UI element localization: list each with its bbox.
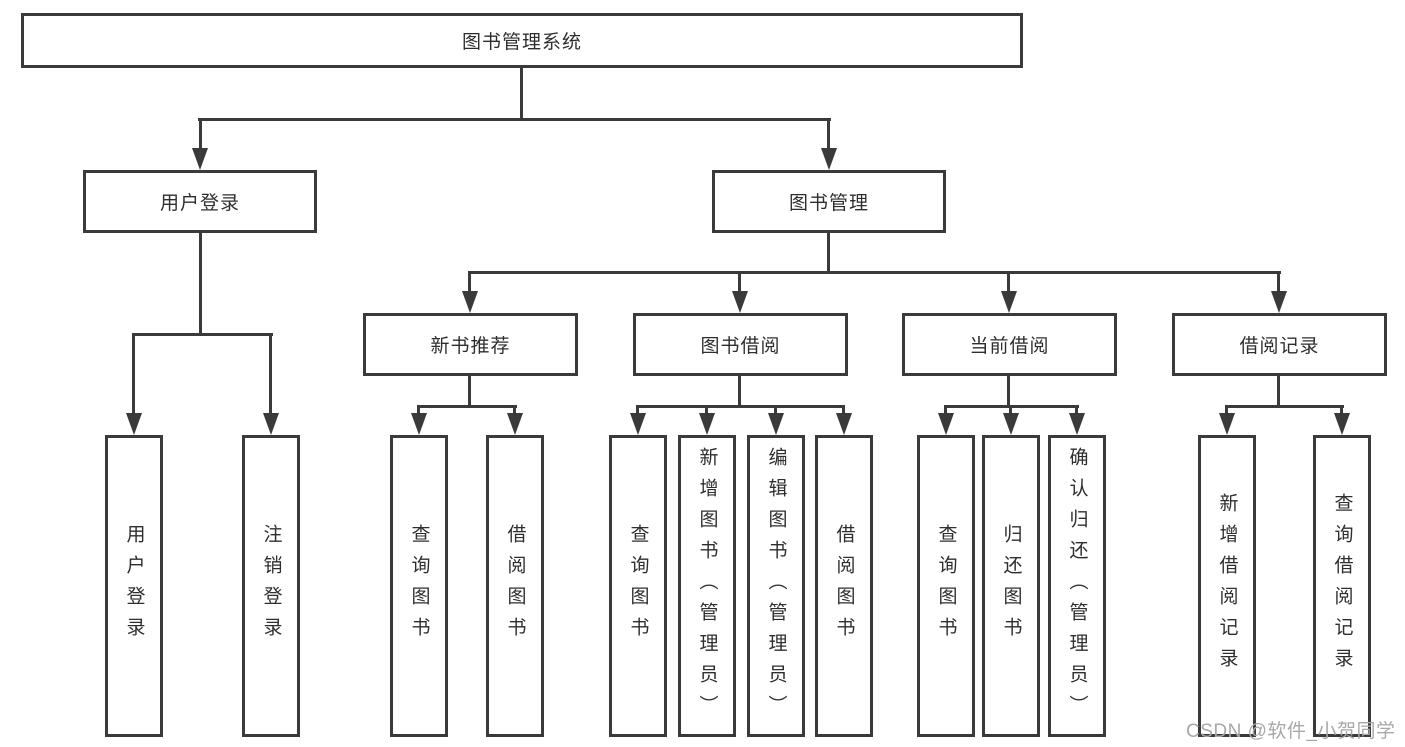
leaf-label: 编辑图书（管理员）	[765, 446, 787, 726]
node-book-borrowing: 图书借阅	[633, 313, 848, 376]
connector-to-book-management	[827, 118, 830, 152]
connector-to-new-book	[468, 271, 471, 295]
leaf-query-books-borrowing: 查询图书	[609, 435, 667, 737]
arrow-down-icon	[768, 413, 784, 435]
connector-leaf-stem	[1075, 405, 1078, 417]
leaf-borrow-books-borrowing: 借阅图书	[815, 435, 873, 737]
connector-to-book-borrowing	[738, 271, 741, 295]
node-label: 借阅记录	[1239, 336, 1320, 357]
connector-new-book-split	[417, 405, 517, 408]
leaf-return-books: 归还图书	[982, 435, 1040, 737]
connector-book-borrowing-trunk	[738, 376, 741, 408]
leaf-user-login: 用户登录	[105, 435, 163, 737]
connector-book-mgmt-split	[468, 271, 1281, 274]
leaf-confirm-return-admin: 确认归还（管理员）	[1048, 435, 1106, 737]
arrow-down-icon	[1334, 413, 1350, 435]
leaf-label: 确认归还（管理员）	[1066, 446, 1088, 726]
arrow-down-icon	[462, 291, 478, 313]
node-label: 用户登录	[159, 193, 240, 214]
leaf-query-books-current: 查询图书	[917, 435, 975, 737]
leaf-label: 用户登录	[123, 524, 145, 648]
leaf-label: 查询图书	[627, 524, 649, 648]
arrow-down-icon	[699, 413, 715, 435]
leaf-query-borrow-record: 查询借阅记录	[1313, 435, 1371, 737]
connector-current-borrowing-trunk	[1007, 376, 1010, 408]
connector-root-trunk	[520, 65, 523, 121]
node-new-book-recommendation: 新书推荐	[363, 313, 578, 376]
arrow-down-icon	[263, 413, 279, 435]
connector-to-logout-leaf	[269, 333, 272, 417]
leaf-edit-books-admin: 编辑图书（管理员）	[747, 435, 805, 737]
arrow-down-icon	[1001, 291, 1017, 313]
connector-user-login-split	[132, 333, 273, 336]
arrow-down-icon	[732, 291, 748, 313]
node-user-login: 用户登录	[83, 170, 317, 233]
connector-leaf-stem	[1009, 405, 1012, 417]
leaf-label: 查询借阅记录	[1331, 493, 1353, 679]
node-label: 当前借阅	[969, 336, 1050, 357]
leaf-logout: 注销登录	[242, 435, 300, 737]
csdn-watermark: CSDN @软件_小贺同学	[1186, 721, 1396, 742]
arrow-down-icon	[192, 148, 208, 170]
leaf-borrow-books-recommend: 借阅图书	[486, 435, 544, 737]
leaf-label: 归还图书	[1000, 524, 1022, 648]
node-current-borrowing: 当前借阅	[902, 313, 1117, 376]
arrow-down-icon	[1219, 413, 1235, 435]
node-label: 图书借阅	[700, 336, 781, 357]
node-root-library-system: 图书管理系统	[21, 13, 1023, 68]
connector-leaf-stem	[1225, 405, 1228, 417]
leaf-label: 借阅图书	[833, 524, 855, 648]
arrow-down-icon	[1069, 413, 1085, 435]
connector-leaf-stem	[513, 405, 516, 417]
arrow-down-icon	[821, 148, 837, 170]
connector-to-current-borrowing	[1007, 271, 1010, 295]
arrow-down-icon	[411, 413, 427, 435]
connector-leaf-stem	[1340, 405, 1343, 417]
leaf-query-books-recommend: 查询图书	[390, 435, 448, 737]
connector-book-mgmt-trunk	[827, 233, 830, 274]
arrow-down-icon	[836, 413, 852, 435]
connector-to-borrowing-records	[1277, 271, 1280, 295]
connector-leaf-stem	[842, 405, 845, 417]
connector-leaf-stem	[636, 405, 639, 417]
connector-borrowing-records-trunk	[1277, 376, 1280, 408]
leaf-label: 借阅图书	[504, 524, 526, 648]
leaf-add-books-admin: 新增图书（管理员）	[678, 435, 736, 737]
connector-leaf-stem	[705, 405, 708, 417]
connector-leaf-stem	[944, 405, 947, 417]
leaf-label: 注销登录	[260, 524, 282, 648]
node-label: 图书管理系统	[461, 32, 582, 53]
connector-user-login-trunk	[199, 233, 202, 336]
connector-book-borrowing-split	[636, 405, 845, 408]
leaf-label: 新增图书（管理员）	[696, 446, 718, 726]
connector-borrowing-records-split	[1225, 405, 1344, 408]
connector-to-login-leaf	[132, 333, 135, 417]
leaf-label: 查询图书	[408, 524, 430, 648]
connector-leaf-stem	[774, 405, 777, 417]
connector-root-split	[198, 118, 831, 121]
node-label: 新书推荐	[430, 336, 511, 357]
connector-new-book-trunk	[468, 376, 471, 408]
arrow-down-icon	[1271, 291, 1287, 313]
node-book-management: 图书管理	[712, 170, 946, 233]
connector-to-user-login	[199, 118, 202, 152]
arrow-down-icon	[938, 413, 954, 435]
arrow-down-icon	[126, 413, 142, 435]
node-label: 图书管理	[788, 193, 869, 214]
connector-leaf-stem	[417, 405, 420, 417]
leaf-add-borrow-record: 新增借阅记录	[1198, 435, 1256, 737]
arrow-down-icon	[630, 413, 646, 435]
node-borrowing-records: 借阅记录	[1172, 313, 1387, 376]
arrow-down-icon	[1003, 413, 1019, 435]
leaf-label: 查询图书	[935, 524, 957, 648]
arrow-down-icon	[507, 413, 523, 435]
leaf-label: 新增借阅记录	[1216, 493, 1238, 679]
